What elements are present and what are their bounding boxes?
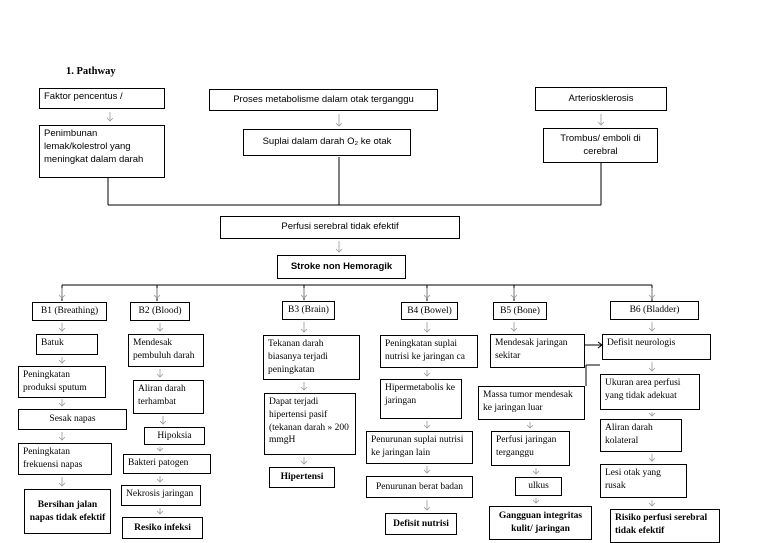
b6-defisit-neurologis-box: Defisit neurologis	[602, 334, 711, 360]
arrow-head	[156, 327, 164, 332]
arrow-head	[510, 327, 518, 332]
b4-hipermetabolis-box: Hipermetabolis ke jaringan	[380, 379, 462, 419]
b2-mendesak-pembuluh-box: Mendesak pembuluh darah	[128, 334, 204, 367]
b2-hipoksia-box: Hipoksia	[144, 427, 205, 445]
b2-bakteri-patogen-box: Bakteri patogen	[123, 454, 211, 474]
b1-breathing-header: B1 (Breathing)	[32, 302, 107, 321]
b3-tekanan-darah-box: Tekanan darah biasanya terjadi peningkat…	[263, 335, 360, 380]
b2-nekrosis-jaringan-box: Nekrosis jaringan	[121, 485, 201, 506]
proses-metabolisme-box: Proses metabolisme dalam otak terganggu	[209, 89, 438, 111]
arrow-head	[58, 327, 66, 332]
arrow-head	[648, 502, 656, 507]
arrow-head	[58, 359, 66, 364]
perfusi-serebral-box: Perfusi serebral tidak efektif	[220, 216, 460, 239]
b5-mendesak-jaringan-box: Mendesak jaringan sekitar	[490, 334, 585, 368]
b6-lesi-otak-box: Lesi otak yang rusak	[600, 464, 687, 498]
arrow-head	[106, 117, 114, 122]
arrow-head	[526, 424, 534, 429]
b4-penurunan-berat-badan-box: Penurunan berat badan	[366, 476, 473, 498]
b4-peningkatan-suplai-box: Peningkatan suplai nutrisi ke jaringan c…	[380, 335, 478, 368]
b5-bone-header: B5 (Bone)	[493, 302, 547, 320]
arrow-head	[597, 121, 605, 126]
arrow-head	[423, 424, 431, 429]
arrow-head	[156, 447, 164, 452]
arrow-head	[300, 328, 308, 333]
arrow-head	[423, 506, 431, 511]
arrow-head	[648, 412, 656, 417]
penimbunan-lemak-box: Penimbunan lemak/kolestrol yang meningka…	[39, 125, 165, 178]
arrow-head	[58, 294, 66, 299]
arrow-head	[423, 469, 431, 474]
arrow-head	[156, 478, 164, 483]
arrow-head	[648, 367, 656, 372]
arrow-head	[648, 327, 656, 332]
arrow-head	[58, 402, 66, 407]
arrow-head	[510, 294, 518, 299]
b2-blood-header: B2 (Blood)	[130, 302, 190, 321]
arrow-head	[423, 294, 431, 299]
stroke-non-hemoragik-box: Stroke non Hemoragik	[277, 255, 406, 279]
b5-diagnosis-gangguan-integritas: Gangguan integritas kulit/ jaringan	[489, 506, 592, 540]
arrow-head	[532, 470, 540, 475]
b1-peningkatan-frekuensi-box: Peningkatan frekuensi napas	[18, 443, 112, 475]
arrow-head	[156, 510, 164, 515]
b2-diagnosis-resiko-infeksi: Resiko infeksi	[122, 517, 203, 539]
arrow-head	[648, 457, 656, 462]
b3-brain-header: B3 (Brain)	[282, 301, 335, 320]
b5-massa-tumor-box: Massa tumor mendesak ke jaringan luar	[478, 386, 585, 420]
b1-peningkatan-sputum-box: Peningkatan produksi sputum	[18, 366, 106, 398]
b1-batuk-box: Batuk	[36, 334, 98, 355]
b5-perfusi-jaringan-box: Perfusi jaringan terganggu	[491, 431, 570, 466]
b1-sesak-napas-box: Sesak napas	[18, 409, 127, 430]
arrow-head	[423, 328, 431, 333]
b6-bladder-header: B6 (Bladder)	[610, 301, 699, 320]
b4-bowel-header: B4 (Bowel)	[401, 302, 458, 320]
b3-diagnosis-hipertensi: Hipertensi	[269, 467, 335, 488]
arrow-head	[335, 122, 343, 127]
b2-aliran-darah-box: Aliran darah terhambat	[133, 380, 204, 414]
arrow-head	[58, 482, 66, 487]
arrow-head	[300, 386, 308, 391]
arrow-head	[300, 294, 308, 299]
arrow-head	[156, 373, 164, 378]
arrow-head	[335, 248, 343, 253]
section-title: 1. Pathway	[66, 66, 116, 77]
faktor-pencentus-box: Faktor pencentus /	[39, 88, 165, 109]
b4-penurunan-suplai-box: Penurunan suplai nutrisi ke jaringan lai…	[366, 431, 473, 464]
b1-diagnosis-bersihan-jalan-napas: Bersihan jalan napas tidak efektif	[24, 489, 111, 534]
arrow-head	[159, 420, 167, 425]
suplai-o2-box: Suplai dalam darah O₂ ke otak	[243, 129, 411, 156]
arrow-head	[58, 436, 66, 441]
b6-ukuran-area-perfusi-box: Ukuran area perfusi yang tidak adekuat	[600, 374, 700, 410]
b6-aliran-kolateral-box: Aliran darah kolateral	[600, 419, 682, 452]
b6-diagnosis-risiko-perfusi: Risiko perfusi serebral tidak efektif	[610, 509, 720, 543]
arrow-head	[300, 460, 308, 465]
b3-hipertensi-pasif-box: Dapat terjadi hipertensi pasif (tekanan …	[264, 393, 356, 455]
arrow-head	[423, 372, 431, 377]
b4-diagnosis-defisit-nutrisi: Defisit nutrisi	[385, 513, 457, 535]
trombus-box: Trombus/ emboli di cerebral	[543, 128, 658, 163]
arrow-head	[153, 294, 161, 299]
arrow-head	[532, 499, 540, 504]
arteriosklerosis-box: Arteriosklerosis	[535, 87, 667, 111]
b5-ulkus-box: ulkus	[515, 477, 562, 496]
arrow-head	[648, 294, 656, 299]
